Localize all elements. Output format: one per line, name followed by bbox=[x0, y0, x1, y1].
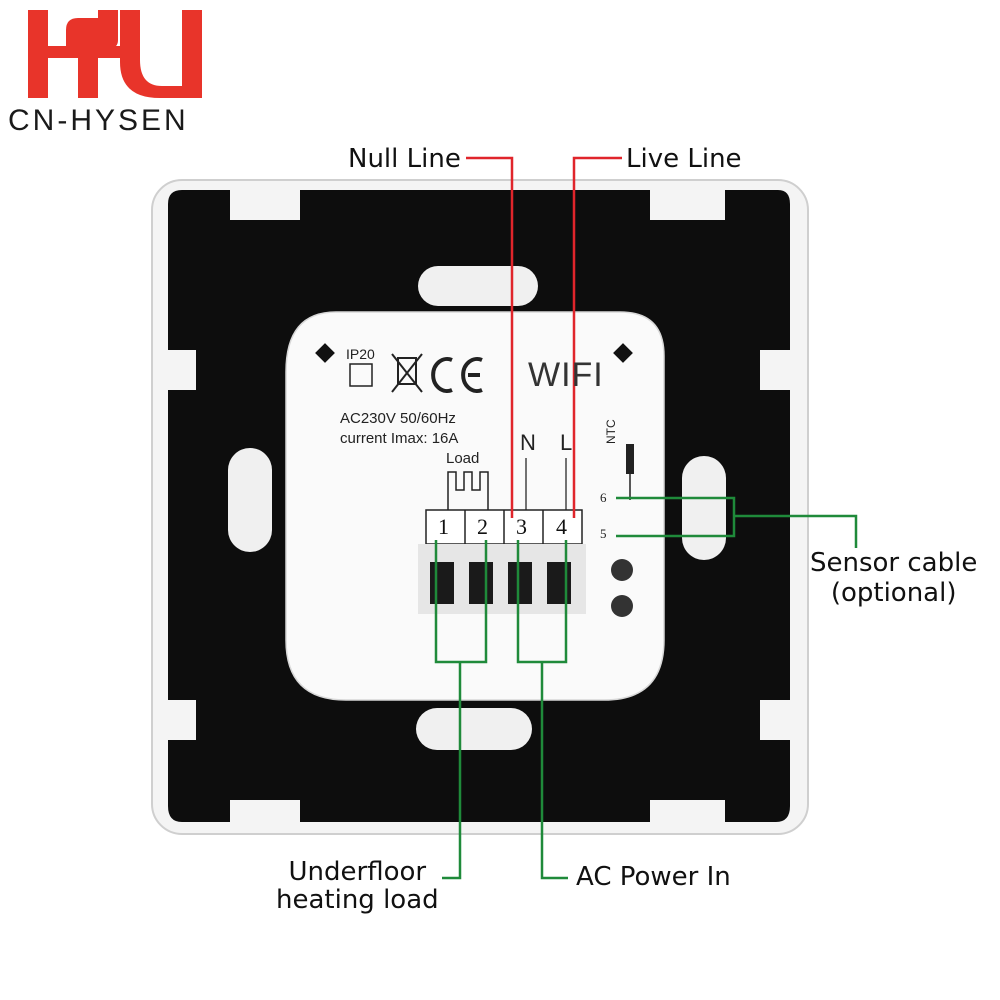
tab-left-lower bbox=[172, 702, 192, 738]
underfloor-load-label: Underfloor heating load bbox=[276, 858, 439, 914]
ip-rating: IP20 bbox=[346, 346, 375, 362]
wifi-label: WIFI bbox=[528, 356, 604, 394]
red-leaders bbox=[466, 156, 622, 518]
weee-bin-icon bbox=[391, 353, 423, 393]
brand-name: CN-HYSEN bbox=[8, 104, 189, 137]
live-line-label: Live Line bbox=[626, 144, 742, 174]
screw-icon bbox=[611, 559, 633, 581]
live-line-leader bbox=[572, 156, 622, 518]
sensor-terminal-6: 6 bbox=[600, 490, 607, 505]
tab-bottom-right bbox=[652, 802, 722, 820]
sensor-cable-line1: Sensor cable bbox=[810, 548, 978, 578]
top-slot bbox=[418, 266, 538, 306]
null-line-label: Null Line bbox=[348, 144, 461, 174]
heater-load-icon bbox=[447, 471, 489, 510]
terminal-3: 3 bbox=[516, 514, 527, 539]
tab-right-lower bbox=[764, 702, 786, 738]
ac-power-label: AC Power In bbox=[576, 862, 731, 892]
green-leaders bbox=[434, 496, 858, 880]
terminal-1: 1 bbox=[438, 514, 449, 539]
tab-left-upper bbox=[172, 352, 192, 388]
sensor-terminal-5: 5 bbox=[600, 526, 607, 541]
null-line-leader bbox=[466, 156, 514, 518]
bottom-slot bbox=[416, 708, 532, 750]
tab-top-right bbox=[652, 196, 722, 214]
ce-mark-icon bbox=[431, 357, 483, 393]
plate-corner-mark-right bbox=[613, 343, 633, 363]
ip-box-icon bbox=[349, 363, 373, 387]
brand-logo-icon bbox=[28, 10, 202, 98]
underfloor-line2: heating load bbox=[276, 885, 439, 915]
plate-corner-mark-left bbox=[315, 343, 335, 363]
voltage-rating: AC230V 50/60Hz bbox=[340, 410, 456, 427]
module-plate bbox=[285, 311, 665, 701]
ac-leader bbox=[540, 662, 568, 880]
tab-right-upper bbox=[764, 352, 786, 388]
load-label: Load bbox=[446, 450, 480, 467]
terminal-4: 4 bbox=[556, 514, 567, 539]
terminal-2: 2 bbox=[477, 514, 488, 539]
live-label: L bbox=[560, 430, 573, 455]
tab-bottom-left bbox=[232, 802, 298, 820]
screw-icon bbox=[611, 595, 633, 617]
floor-leader bbox=[442, 662, 462, 880]
neutral-label: N bbox=[520, 430, 536, 455]
ntc-label: NTC bbox=[604, 419, 618, 444]
sensor-cable-label: Sensor cable (optional) bbox=[810, 548, 977, 608]
right-slot bbox=[682, 456, 726, 560]
sensor-leader bbox=[734, 514, 858, 548]
underfloor-line1: Underfloor bbox=[288, 857, 427, 887]
ntc-sensor-icon bbox=[626, 444, 634, 474]
sensor-cable-line2: (optional) bbox=[830, 578, 957, 608]
current-rating: current Imax: 16A bbox=[340, 430, 459, 447]
tab-top-left bbox=[232, 196, 298, 214]
left-slot bbox=[228, 448, 272, 552]
